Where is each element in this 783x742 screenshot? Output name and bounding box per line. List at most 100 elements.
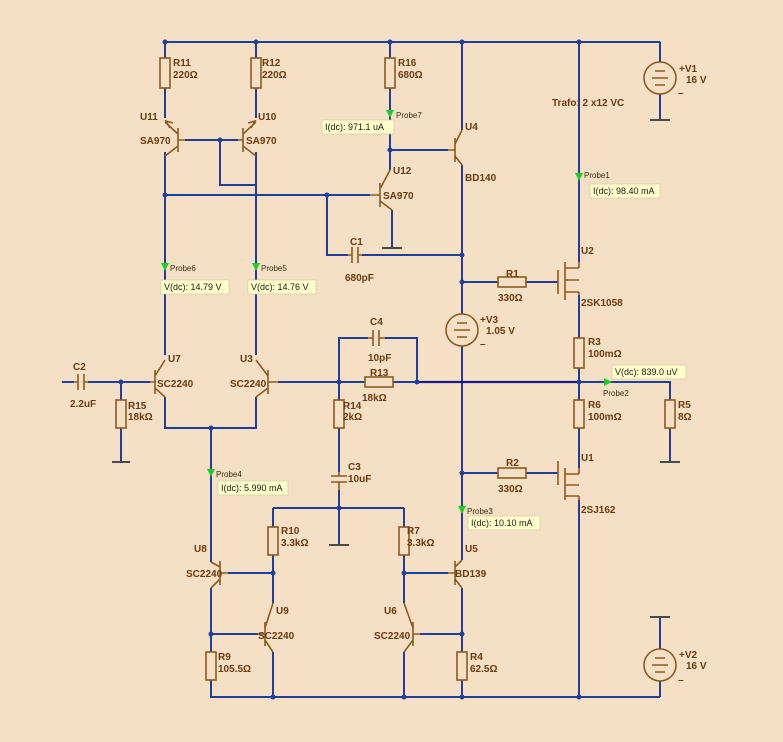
r5-value: 8Ω	[678, 412, 692, 423]
u11-name: U11	[140, 112, 158, 123]
transistor-u5[interactable]: U5 BD139	[448, 544, 487, 589]
u2-name: U2	[581, 246, 594, 257]
r2-value: 330Ω	[498, 484, 523, 495]
v2-value: 16 V	[686, 661, 707, 672]
r5-name: R5	[678, 400, 691, 411]
transistor-u3[interactable]: U3 SC2240	[230, 354, 278, 398]
resistor-r7[interactable]: R7 3.3kΩ	[398, 526, 434, 556]
c4-name: C4	[370, 317, 383, 328]
probe6-name: Probe6	[170, 264, 196, 273]
u3-name: U3	[240, 354, 253, 365]
voltage-source-v1[interactable]: +V1 16 V	[643, 61, 707, 95]
u7-part: SC2240	[157, 379, 194, 390]
r13-name: R13	[370, 368, 389, 379]
probe-arrow-icon	[575, 173, 583, 181]
probe2-reading: V(dc): 839.0 uV	[615, 367, 678, 377]
probe3-name: Probe3	[467, 507, 493, 516]
u10-part: SA970	[246, 136, 277, 147]
resistor-r5[interactable]: R5 8Ω	[664, 399, 692, 429]
c2-name: C2	[73, 362, 86, 373]
probe-1[interactable]: Probe1 I(dc): 98.40 mA	[575, 171, 661, 199]
transistor-u1[interactable]: U1 2SJ162	[557, 453, 616, 516]
r15-name: R15	[128, 401, 147, 412]
transistor-u10[interactable]: U10 SA970	[238, 112, 277, 157]
pnp-arrow-icon	[247, 119, 257, 129]
transistor-u2[interactable]: U2 2SK1058	[557, 246, 623, 309]
junction-dots	[118, 39, 582, 700]
c1-name: C1	[350, 237, 363, 248]
resistor-r2[interactable]: R2 330Ω	[497, 458, 527, 495]
resistor-r12[interactable]: R12 220Ω	[250, 57, 287, 89]
u1-name: U1	[581, 453, 594, 464]
c3-value: 10uF	[348, 474, 371, 485]
probe-2[interactable]: Probe2 V(dc): 839.0 uV	[603, 364, 687, 398]
voltage-source-v2[interactable]: +V2 16 V	[643, 648, 707, 682]
r15-value: 18kΩ	[128, 412, 153, 423]
r1-value: 330Ω	[498, 293, 523, 304]
probe7-name: Probe7	[396, 111, 422, 120]
probe5-reading: V(dc): 14.76 V	[251, 282, 309, 292]
u8-name: U8	[194, 544, 207, 555]
resistor-r6[interactable]: R6 100mΩ	[573, 399, 622, 429]
r10-value: 3.3kΩ	[281, 538, 308, 549]
capacitor-c1[interactable]: C1 680pF	[345, 237, 374, 284]
resistor-r10[interactable]: R10 3.3kΩ	[267, 526, 308, 556]
c2-value: 2.2uF	[70, 399, 96, 410]
transistor-u4[interactable]: U4 BD140	[448, 122, 497, 184]
probe-5[interactable]: Probe5 V(dc): 14.76 V	[247, 263, 317, 295]
capacitor-c4[interactable]: C4 10pF	[368, 317, 391, 364]
resistor-r16[interactable]: R16 680Ω	[384, 57, 423, 89]
transformer-note: Trafo: 2 x12 VC	[552, 98, 624, 109]
resistor-r4[interactable]: R4 62.5Ω	[456, 651, 497, 681]
u7-name: U7	[168, 354, 181, 365]
transistor-u7[interactable]: U7 SC2240	[150, 354, 194, 398]
r3-value: 100mΩ	[588, 349, 622, 360]
r7-value: 3.3kΩ	[407, 538, 434, 549]
u4-name: U4	[465, 122, 478, 133]
v2-name: +V2	[679, 650, 698, 661]
capacitor-c2[interactable]: C2 2.2uF	[70, 362, 96, 410]
u10-name: U10	[258, 112, 277, 123]
r6-value: 100mΩ	[588, 412, 622, 423]
resistor-r13[interactable]: R13 18kΩ	[362, 368, 394, 404]
resistor-r3[interactable]: R3 100mΩ	[573, 337, 622, 369]
r16-value: 680Ω	[398, 70, 423, 81]
r9-value: 105.5Ω	[218, 664, 251, 675]
probe-arrow-icon	[161, 263, 169, 271]
capacitor-c3[interactable]: C3 10uF	[331, 462, 371, 490]
probe-arrow-icon	[207, 469, 215, 477]
probe4-name: Probe4	[216, 470, 242, 479]
resistor-r1[interactable]: R1 330Ω	[497, 269, 527, 304]
transistor-u12[interactable]: U12 SA970	[370, 166, 414, 211]
r16-name: R16	[398, 58, 417, 69]
transistor-u9[interactable]: U9 SC2240	[258, 602, 295, 653]
u2-part: 2SK1058	[581, 298, 623, 309]
u9-part: SC2240	[258, 631, 295, 642]
probe6-reading: V(dc): 14.79 V	[164, 282, 222, 292]
resistor-r15[interactable]: R15 18kΩ	[115, 399, 153, 429]
probe-7[interactable]: Probe7 I(dc): 971.1 uA	[321, 110, 422, 135]
resistor-r11[interactable]: R11 220Ω	[159, 57, 198, 89]
resistor-r14[interactable]: R14 2kΩ	[333, 399, 362, 429]
probe1-reading: I(dc): 98.40 mA	[593, 186, 655, 196]
r6-name: R6	[588, 400, 601, 411]
voltage-source-v3[interactable]: +V3 1.05 V –	[445, 313, 515, 350]
u5-part: BD139	[455, 569, 487, 580]
v3-value: 1.05 V	[486, 326, 515, 337]
v2-minus-sign: –	[678, 675, 684, 686]
u9-name: U9	[276, 606, 289, 617]
probe-3[interactable]: Probe3 I(dc): 10.10 mA	[458, 506, 541, 531]
probe-4[interactable]: Probe4 I(dc): 5.990 mA	[207, 469, 289, 496]
transistor-u8[interactable]: U8 SC2240	[186, 544, 228, 589]
transistor-u11[interactable]: U11 SA970	[140, 112, 185, 157]
resistor-r9[interactable]: R9 105.5Ω	[205, 651, 251, 681]
probe4-reading: I(dc): 5.990 mA	[221, 483, 283, 493]
c1-value: 680pF	[345, 273, 374, 284]
v1-symbol-icon	[652, 70, 668, 86]
r13-value: 18kΩ	[362, 393, 387, 404]
probe-6[interactable]: Probe6 V(dc): 14.79 V	[160, 263, 230, 295]
probe-arrow-icon	[458, 506, 466, 514]
transistor-u6[interactable]: U6 SC2240	[374, 602, 420, 653]
r7-name: R7	[407, 526, 420, 537]
